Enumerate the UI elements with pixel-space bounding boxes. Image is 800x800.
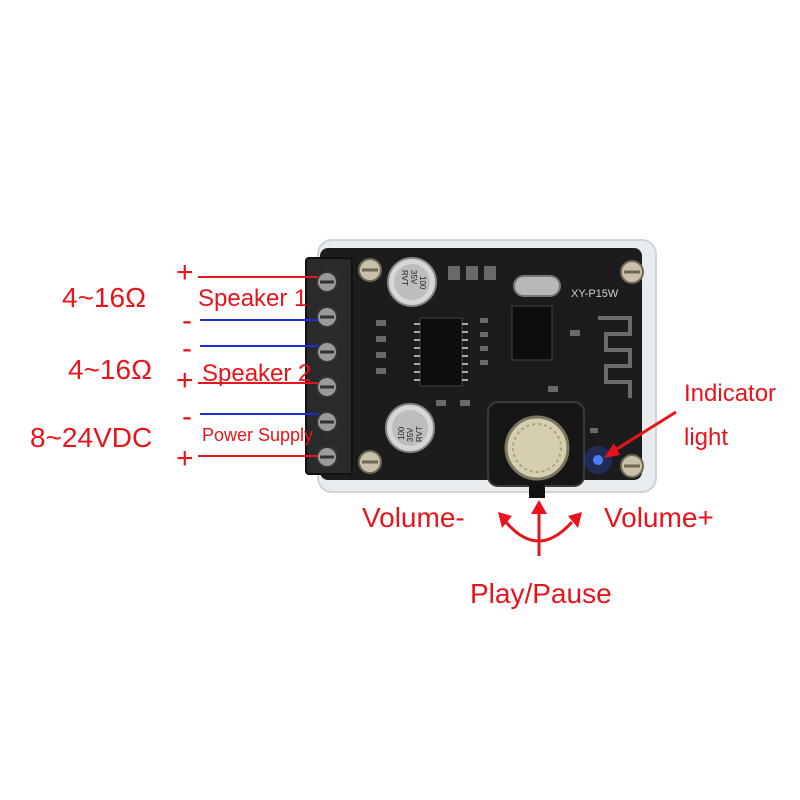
indicator-label-line1: Indicator bbox=[684, 380, 777, 407]
led-indicator-icon bbox=[584, 446, 612, 474]
speaker2-impedance: 4~16Ω bbox=[68, 354, 152, 385]
arrow-up-icon bbox=[531, 500, 547, 514]
volume-plus-label: Volume+ bbox=[604, 502, 714, 533]
model-label: XY-P15W bbox=[571, 288, 619, 300]
power-plus-sign: + bbox=[176, 442, 194, 475]
speaker2-minus-sign: - bbox=[182, 332, 192, 365]
speaker1-label: Speaker 1 bbox=[198, 285, 308, 312]
capacitor-top-label-1: 100 bbox=[418, 276, 427, 290]
capacitor-top: 100 35V RVT bbox=[387, 257, 437, 307]
terminal-screws bbox=[316, 271, 338, 468]
capacitor-top-label-3: RVT bbox=[400, 270, 409, 286]
speaker2-plus-sign: + bbox=[176, 364, 194, 397]
screw-icon bbox=[620, 260, 644, 284]
speaker1-impedance: 4~16Ω bbox=[62, 282, 146, 313]
volume-knob[interactable] bbox=[487, 401, 585, 498]
speaker1-minus-sign: - bbox=[182, 304, 192, 337]
indicator-arrow bbox=[604, 410, 677, 458]
screw-icon bbox=[620, 454, 644, 478]
bluetooth-ic bbox=[511, 305, 553, 361]
knob-rotation-arrows bbox=[498, 500, 582, 556]
speaker1-plus-sign: + bbox=[176, 256, 194, 289]
indicator-label-line2: light bbox=[684, 424, 729, 451]
power-supply-label: Power Supply bbox=[202, 425, 314, 445]
power-voltage: 8~24VDC bbox=[30, 422, 153, 453]
arrow-left-icon bbox=[498, 512, 512, 528]
capacitor-top-label-2: 35V bbox=[409, 270, 418, 285]
ic-pins bbox=[414, 323, 468, 381]
capacitor-bottom-label-2: 35V bbox=[406, 427, 415, 442]
wires bbox=[198, 276, 318, 457]
play-pause-label: Play/Pause bbox=[470, 578, 612, 609]
arrow-right-icon bbox=[568, 512, 582, 528]
speaker2-label: Speaker 2 bbox=[202, 360, 312, 387]
crystal bbox=[513, 275, 561, 297]
amplifier-ic bbox=[419, 317, 463, 387]
smd-components bbox=[376, 266, 598, 433]
screw-icon bbox=[358, 258, 382, 282]
screw-icon bbox=[358, 450, 382, 474]
power-minus-sign: - bbox=[182, 400, 192, 433]
capacitor-bottom-label-1: 100 bbox=[397, 426, 406, 440]
capacitor-bottom: 100 35V RVT bbox=[385, 403, 435, 453]
capacitor-bottom-label-3: RVT bbox=[415, 426, 424, 442]
volume-minus-label: Volume- bbox=[362, 502, 465, 533]
antenna bbox=[598, 316, 632, 398]
